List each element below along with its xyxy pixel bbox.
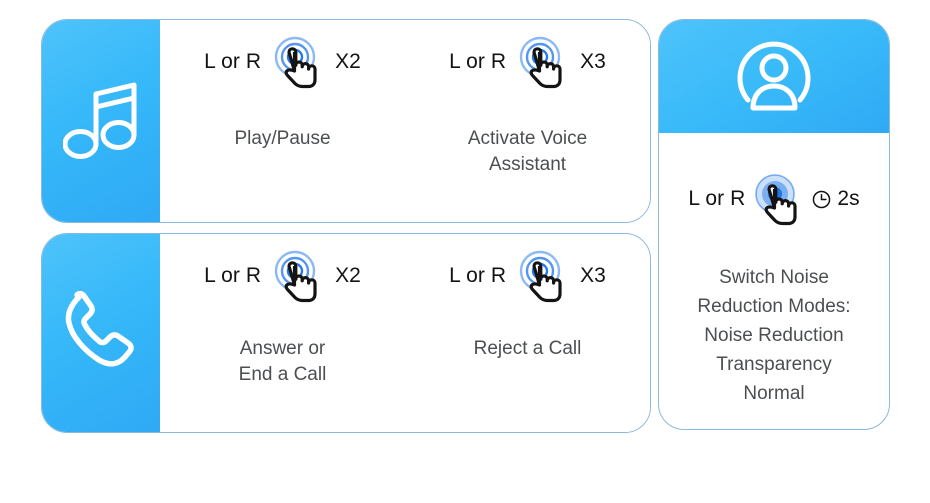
gesture-row: L or R X2 xyxy=(204,36,361,89)
side-label: L or R xyxy=(688,187,746,210)
duration-indicator: 2s xyxy=(811,187,860,211)
cell-caption: Play/Pause xyxy=(234,128,331,149)
card-music-inner: L or R X2 Play/Pause L or R xyxy=(42,20,650,222)
cell-caption: Reject a Call xyxy=(473,338,582,359)
phone-handset-icon xyxy=(55,287,147,379)
cell-answer-end-call[interactable]: L or R X2 Answer or End a Call xyxy=(160,234,405,432)
gesture-row: L or R X3 xyxy=(449,36,606,89)
side-label: L or R xyxy=(204,50,262,73)
count-label: X2 xyxy=(335,264,361,287)
person-in-circle-icon xyxy=(730,30,818,123)
count-label: X2 xyxy=(335,50,361,73)
call-cells: L or R X2 Answer or End a Call xyxy=(160,234,650,432)
card-call-inner: L or R X2 Answer or End a Call xyxy=(42,234,650,432)
gesture-row: L or R 2s xyxy=(688,174,860,226)
card-noise-reduction: L or R 2s Swi xyxy=(658,19,890,430)
cell-activate-voice-assistant[interactable]: L or R X3 Activate Voice Assistant xyxy=(405,20,650,222)
music-note-icon xyxy=(63,78,139,164)
noise-body: L or R 2s Swi xyxy=(659,133,889,408)
long-press-ripple-icon xyxy=(755,174,801,226)
cell-caption: Activate Voice Assistant xyxy=(467,128,588,175)
side-label: L or R xyxy=(449,264,507,287)
gesture-row: L or R X2 xyxy=(204,250,361,303)
tap-ripple-icon xyxy=(274,36,321,89)
music-cells: L or R X2 Play/Pause L or R xyxy=(160,20,650,222)
count-label: X3 xyxy=(580,264,606,287)
tap-ripple-icon xyxy=(519,36,566,89)
duration-label: 2s xyxy=(837,187,860,210)
side-label: L or R xyxy=(449,50,507,73)
call-icon-panel xyxy=(42,234,160,432)
music-icon-panel xyxy=(42,20,160,222)
cell-caption: Answer or End a Call xyxy=(238,338,327,385)
tap-ripple-icon xyxy=(274,250,321,303)
tap-ripple-icon xyxy=(519,250,566,303)
cell-reject-call[interactable]: L or R X3 Reject a Call xyxy=(405,234,650,432)
clock-icon xyxy=(811,189,832,210)
noise-icon-panel xyxy=(659,20,889,133)
count-label: X3 xyxy=(580,50,606,73)
card-music-controls: L or R X2 Play/Pause L or R xyxy=(41,19,651,223)
cell-play-pause[interactable]: L or R X2 Play/Pause xyxy=(160,20,405,222)
card-call-controls: L or R X2 Answer or End a Call xyxy=(41,233,651,433)
side-label: L or R xyxy=(204,264,262,287)
gesture-row: L or R X3 xyxy=(449,250,606,303)
noise-caption: Switch Noise Reduction Modes: Noise Redu… xyxy=(697,267,851,404)
